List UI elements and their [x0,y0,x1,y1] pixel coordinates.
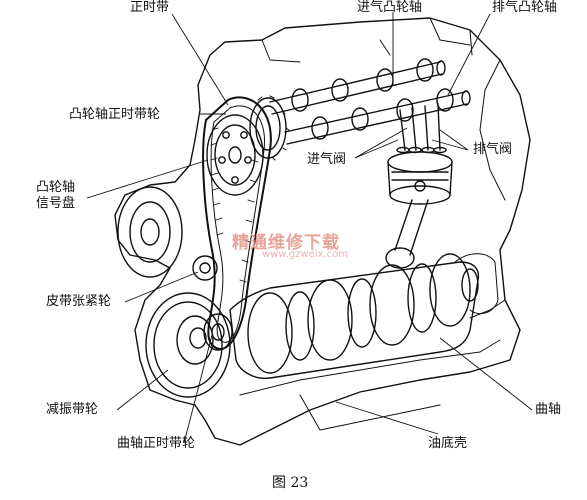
crankshaft-drawing [229,253,499,379]
label-tensioner: 皮带张紧轮 [46,294,112,309]
label-oil-pan: 油底壳 [428,436,468,451]
label-intake-valve: 进气阀 [307,152,347,167]
label-timing-belt: 正时带 [130,0,170,15]
piston-drawing [387,151,453,205]
exhaust-camshaft-drawing [284,88,471,145]
leader-exhaust-valve [431,129,469,151]
label-cam-signal-line2: 信号盘 [36,196,76,211]
tensioner-pulley [192,255,218,281]
watermark-line2: www.gzweix.com [262,249,348,260]
side-housing [117,186,183,278]
watermark-line1: 精通维修下载 [232,233,340,253]
cam-timing-pulley [206,114,264,196]
label-damper-pulley: 减振带轮 [46,402,99,417]
leader-intake-valve [354,127,408,159]
connecting-rod-drawing [385,199,429,269]
damper-pulley [145,292,231,398]
leader-crankshaft [439,337,533,411]
leader-damper [116,369,169,411]
oil-pan-drawing [239,339,501,396]
leader-timing-belt [171,13,229,106]
leader-crank-pulley [183,334,213,444]
timing-belt-drawing [202,96,272,350]
label-exhaust-camshaft: 排气凸轮轴 [492,0,558,15]
valves-drawing [396,103,447,154]
leader-cam-signal [86,159,209,199]
leader-lines [86,12,533,444]
label-crankshaft: 曲轴 [535,402,562,417]
leader-exhaust-camshaft [447,13,491,96]
label-cam-pulley: 凸轮轴正时带轮 [69,107,161,122]
leader-tensioner [124,271,199,303]
figure-caption: 图 23 [272,475,309,491]
intake-camshaft-drawing [269,58,446,115]
label-exhaust-valve: 排气阀 [473,142,513,157]
label-intake-camshaft: 进气凸轮轴 [357,0,423,15]
engine-block-outline [114,17,531,446]
label-crank-pulley: 曲轴正时带轮 [117,436,196,451]
leader-oil-pan [335,401,439,435]
label-cam-signal-line1: 凸轮轴 [36,180,76,195]
